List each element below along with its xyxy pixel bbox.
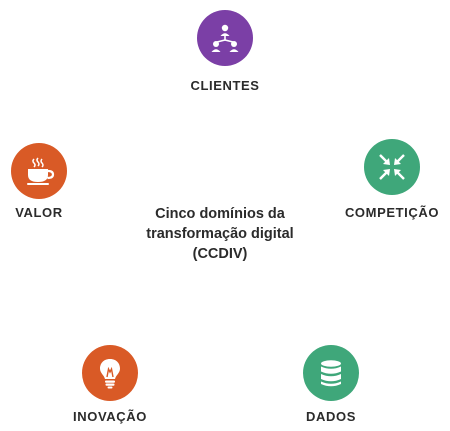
arrows-converge-icon <box>379 154 405 180</box>
domain-valor: VALOR <box>4 143 74 220</box>
valor-circle <box>11 143 67 199</box>
clientes-label: CLIENTES <box>190 78 260 93</box>
domain-inovacao: INOVAÇÃO <box>55 345 165 424</box>
domain-competicao: COMPETIÇÃO <box>337 139 447 220</box>
center-title-line-3: (CCDIV) <box>192 246 248 262</box>
center-title-line-1: Cinco domínios da <box>155 206 285 222</box>
competicao-label: COMPETIÇÃO <box>344 205 440 220</box>
inovacao-circle <box>82 345 138 401</box>
inovacao-label: INOVAÇÃO <box>73 409 147 424</box>
dados-label: DADOS <box>306 409 356 424</box>
domain-clientes: CLIENTES <box>175 10 275 93</box>
users-network-icon <box>211 24 239 52</box>
dados-circle <box>303 345 359 401</box>
competicao-circle <box>364 139 420 195</box>
domain-dados: DADOS <box>276 345 386 424</box>
valor-label: VALOR <box>15 205 63 220</box>
lightbulb-icon <box>100 359 120 389</box>
center-title-line-2: transformação digital <box>146 226 294 242</box>
diagram-center-title: Cinco domínios da transformação digital … <box>120 204 320 264</box>
clientes-circle <box>197 10 253 66</box>
coffee-cup-icon <box>27 157 55 185</box>
database-icon <box>321 360 341 387</box>
